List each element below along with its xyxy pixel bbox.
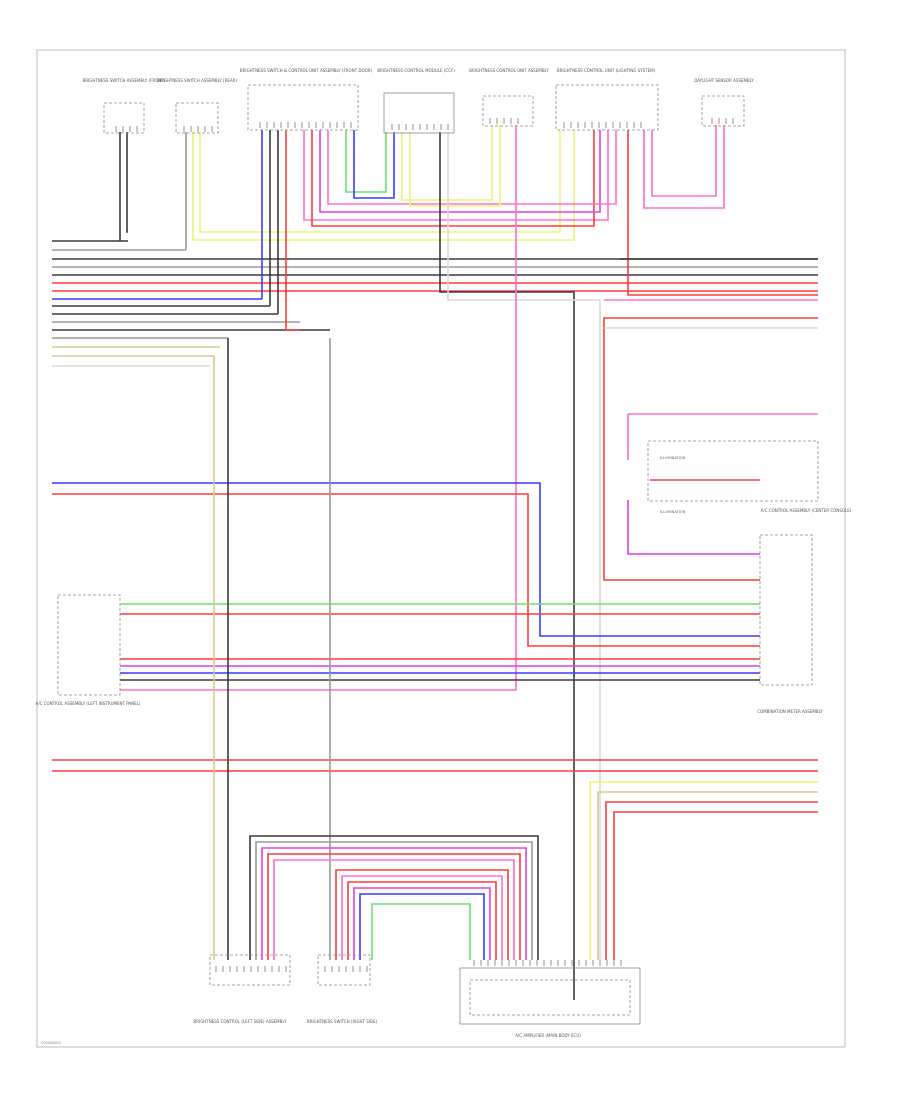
component-label-brightness-control-unit: BRIGHTNESS CONTROL UNIT ASSEMBLY: [469, 68, 549, 73]
wire-daylight-pink-2: [643, 125, 725, 209]
bottom-loop-2: [261, 847, 527, 960]
wire-rear-sw-3: [199, 130, 561, 233]
wire-door-pink: [303, 130, 609, 221]
bottom-loop-inner-0: [335, 869, 509, 960]
bottom-loop-inner-5: [371, 903, 471, 960]
wire-daylight-pink: [651, 125, 717, 197]
component-label-daylight-sensor: DAYLIGHT SENSOR ASSEMBLY: [694, 78, 754, 83]
connector-box-switch-rear: [175, 102, 219, 134]
component-label-brightness-control-left: BRIGHTNESS CONTROL (LEFT SIDE) ASSEMBLY: [193, 1019, 287, 1024]
bottom-loop-0: [249, 835, 539, 960]
component-label-combination-meter: COMBINATION METER ASSEMBLY: [757, 709, 823, 714]
connector-box-control-unit: [482, 95, 534, 127]
component-label-ac-control-left: A/C CONTROL ASSEMBLY (LEFT INSTRUMENT PA…: [36, 701, 141, 706]
connector-box-control-module: [383, 92, 455, 134]
wire-low-yellow: [589, 781, 818, 960]
connector-box-ac-amplifier-inner: [469, 979, 631, 1016]
wire-door-red: [285, 130, 300, 331]
component-box-layer: [57, 84, 819, 1025]
wire-mid-blue: [52, 482, 760, 637]
connector-box-ac-control-left: [57, 594, 121, 696]
bottom-loop-inner-3: [353, 887, 491, 960]
component-label-brightness-switch-front: BRIGHTNESS SWITCH ASSEMBLY (FRONT): [83, 78, 166, 83]
bottom-loop-inner-1: [341, 875, 503, 960]
wire-door-pink-2: [327, 130, 617, 205]
connector-box-switch-control-door: [247, 84, 359, 131]
component-label-brightness-switch-rear: BRIGHTNESS SWITCH ASSEMBLY (REAR): [157, 78, 237, 83]
bottom-loop-4: [273, 859, 515, 960]
wire-ac-violet: [627, 500, 760, 555]
component-label-ac-control-center: A/C CONTROL ASSEMBLY (CENTER CONSOLE): [761, 508, 852, 513]
wire-ccf-yellow-2: [409, 125, 501, 207]
connector-box-brightness-right: [317, 954, 371, 986]
wire-door-violet: [319, 130, 601, 213]
wire-ccf-yellow: [401, 125, 493, 201]
wire-low-red-4: [613, 811, 818, 960]
wire-low-tan: [597, 791, 818, 960]
wire-ccf-white: [447, 132, 601, 960]
connector-box-switch-front: [103, 102, 145, 134]
wire-right-red: [603, 317, 818, 581]
component-label-brightness-switch-right: BRIGHTNESS SWITCH (RIGHT SIDE): [307, 1019, 378, 1024]
component-label-ac-amplifier: A/C AMPLIFIER (MAIN BODY ECU): [515, 1033, 581, 1038]
connector-box-brightness-left: [209, 954, 291, 986]
connector-box-control-lighting: [555, 84, 659, 131]
illumination-label-upper: ILLUMINATION: [660, 456, 686, 460]
component-label-brightness-switch-control-front-door: BRIGHTNESS SWITCH & CONTROL UNIT ASSEMBL…: [240, 68, 373, 73]
connector-box-ac-control-center: [647, 440, 819, 502]
wire-rear-sw-2: [192, 130, 575, 241]
component-label-brightness-control-lighting: BRIGHTNESS CONTROL UNIT (LIGHTING SYSTEM…: [557, 68, 656, 73]
wire-door-red-2: [311, 130, 595, 227]
connector-box-ac-amplifier: [459, 967, 641, 1025]
bottom-loop-inner-4: [359, 893, 485, 960]
wire-door-blue-2: [353, 130, 395, 199]
connector-box-daylight-sensor: [701, 95, 745, 127]
connector-box-combination-meter: [759, 534, 813, 686]
wire-layer: [52, 125, 818, 1000]
illumination-label-lower: ILLUMINATION: [660, 510, 686, 514]
bottom-loop-1: [255, 841, 533, 960]
wire-door-green: [345, 130, 387, 193]
bottom-loop-3: [267, 853, 521, 960]
wire-lighting-red: [627, 130, 818, 296]
wire-low-red-3: [605, 801, 818, 960]
wire-ccf-pink: [120, 125, 517, 691]
bottom-loop-inner-2: [347, 881, 497, 960]
page-id: C00000000: [41, 1041, 61, 1045]
diagram-frame: [36, 49, 846, 1048]
wire-mid-red: [52, 493, 760, 647]
component-label-brightness-control-module-ccf: BRIGHTNESS CONTROL MODULE (CCF): [377, 68, 455, 73]
wire-front-sw-2: [126, 132, 128, 233]
